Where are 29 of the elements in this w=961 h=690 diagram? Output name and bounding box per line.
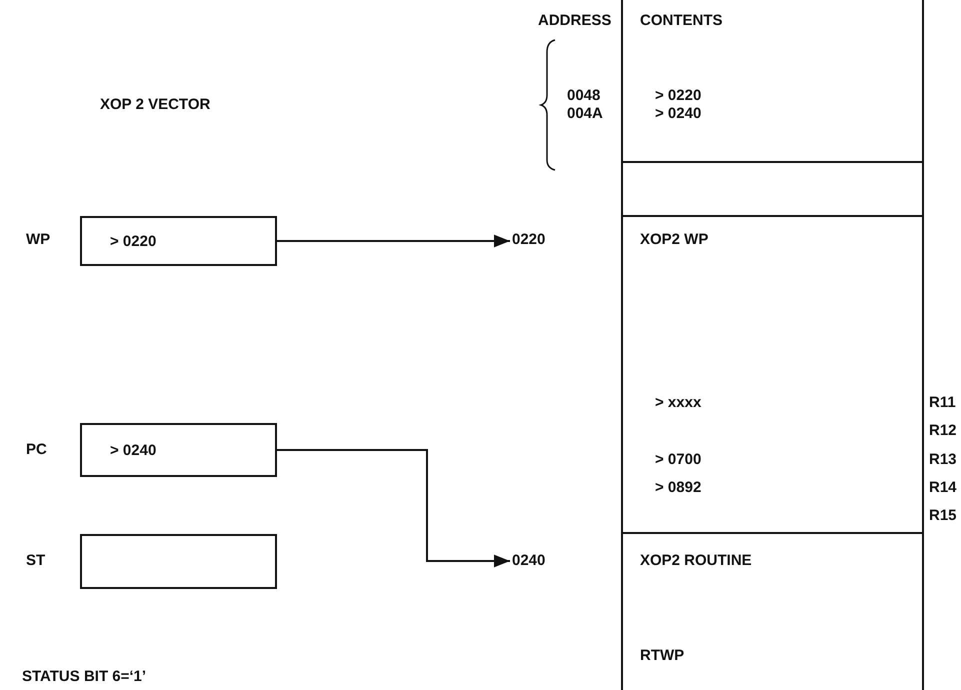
address-label: 0220 [512,231,546,249]
register-name: ST [26,552,46,570]
column-header: ADDRESS [538,12,612,30]
register-field: > 0220 [80,216,277,266]
column-header: CONTENTS [640,12,722,30]
memory-value: > 0892 [655,479,702,497]
register-label: R13 [929,451,957,469]
register-name: PC [26,441,47,459]
address-label: 0240 [512,552,546,570]
memory-value: RTWP [640,647,684,665]
register-field [80,534,277,589]
arrow [277,449,510,568]
arrow [277,234,510,248]
memory-value: > 0220 [655,87,702,105]
memory-value: > xxxx [655,394,702,412]
register-label: R15 [929,507,957,525]
vector-label: XOP 2 VECTOR [100,96,210,114]
register-label: R11 [929,394,956,412]
status-note: STATUS BIT 6=‘1’ [22,668,146,686]
register-field: > 0240 [80,423,277,477]
register-label: R14 [929,479,957,497]
memory-value: > 0700 [655,451,702,469]
memory-value: XOP2 ROUTINE [640,552,752,570]
memory-value: XOP2 WP [640,231,708,249]
address-label: 0048 [567,87,600,105]
register-label: R12 [929,422,957,440]
address-label: 004A [567,105,603,123]
memory-value: > 0240 [655,105,702,123]
register-name: WP [26,231,50,249]
